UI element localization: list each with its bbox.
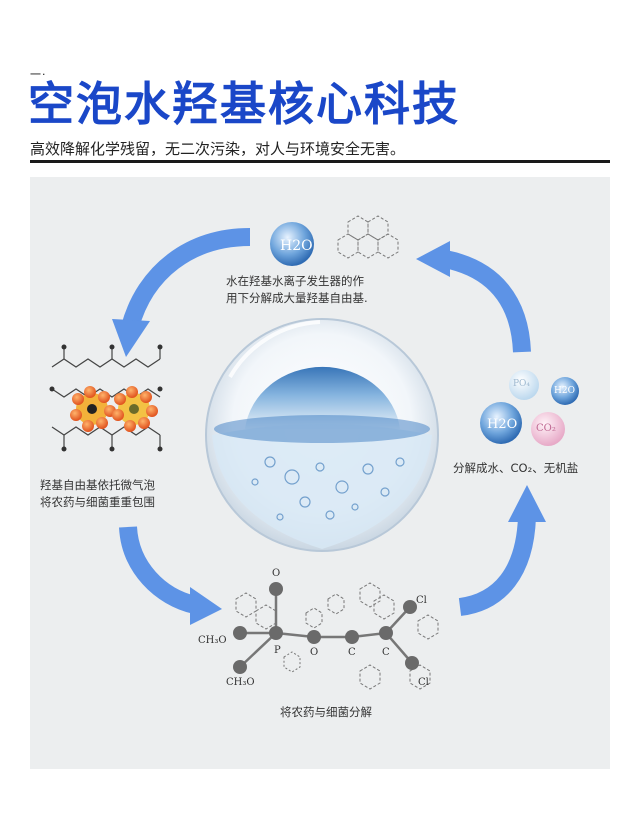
arrow-bottom-right <box>458 485 546 616</box>
pesticide-molecule-icon <box>233 582 439 690</box>
molecule-label-p: P <box>274 645 281 656</box>
molecule-label-cl-1: Cl <box>416 595 427 606</box>
process-diagram-panel: H2O PO₄ H2O H2O CO₂ 水在羟基水离子发生器的作 用下分解成大量… <box>30 177 610 769</box>
molecule-label-cl-2: Cl <box>418 677 429 688</box>
arrow-top-right <box>416 241 531 353</box>
h2o-bubble-small-icon <box>551 377 579 405</box>
molecule-label-ch3o-1: CH₃O <box>198 635 227 646</box>
molecule-label-ch3o-2: CH₃O <box>226 677 255 688</box>
h2o-small-label: H2O <box>554 386 575 396</box>
h2o-bubble-top-icon <box>270 222 314 266</box>
step-left-caption-line1: 羟基自由基依托微气泡 <box>40 478 155 492</box>
page-title: 空泡水羟基核心科技 <box>28 77 460 131</box>
lattice-nodes-icon <box>49 344 163 452</box>
step-bottom-caption: 将农药与细菌分解 <box>280 705 372 719</box>
page-subtitle: 高效降解化学残留，无二次污染，对人与环境安全无害。 <box>30 140 406 158</box>
h2o-top-label: H2O <box>280 238 313 254</box>
molecule-label-o-top: O <box>272 568 281 579</box>
bacteria-cluster-2-icon <box>112 386 158 432</box>
arrow-top-left <box>112 228 251 357</box>
co2-bubble-icon <box>531 412 565 446</box>
step-left-caption-line2: 将农药与细菌重重包围 <box>40 495 155 509</box>
header-dash: 一· <box>30 68 47 81</box>
process-diagram-graphic <box>49 215 579 690</box>
bacteria-cluster-1-icon <box>70 386 116 432</box>
step-top-caption-line2: 用下分解成大量羟基自由基. <box>226 291 368 305</box>
molecule-label-c2: C <box>382 647 390 658</box>
molecule-label-c1: C <box>348 647 356 658</box>
step-right-caption: 分解成水、CO₂、无机盐 <box>453 461 579 475</box>
po4-label: PO₄ <box>513 379 531 389</box>
arrow-bottom-left <box>119 526 222 625</box>
water-sphere <box>205 318 439 552</box>
po4-bubble-icon <box>509 370 539 400</box>
title-divider <box>30 160 610 163</box>
step-top-caption-line1: 水在羟基水离子发生器的作 <box>226 274 364 288</box>
hexagon-lattice-top-icon <box>337 215 399 259</box>
h2o-big-label: H2O <box>487 417 518 432</box>
molecule-label-o: O <box>310 647 319 658</box>
h2o-bubble-big-icon <box>480 402 522 444</box>
co2-label: CO₂ <box>536 423 556 434</box>
